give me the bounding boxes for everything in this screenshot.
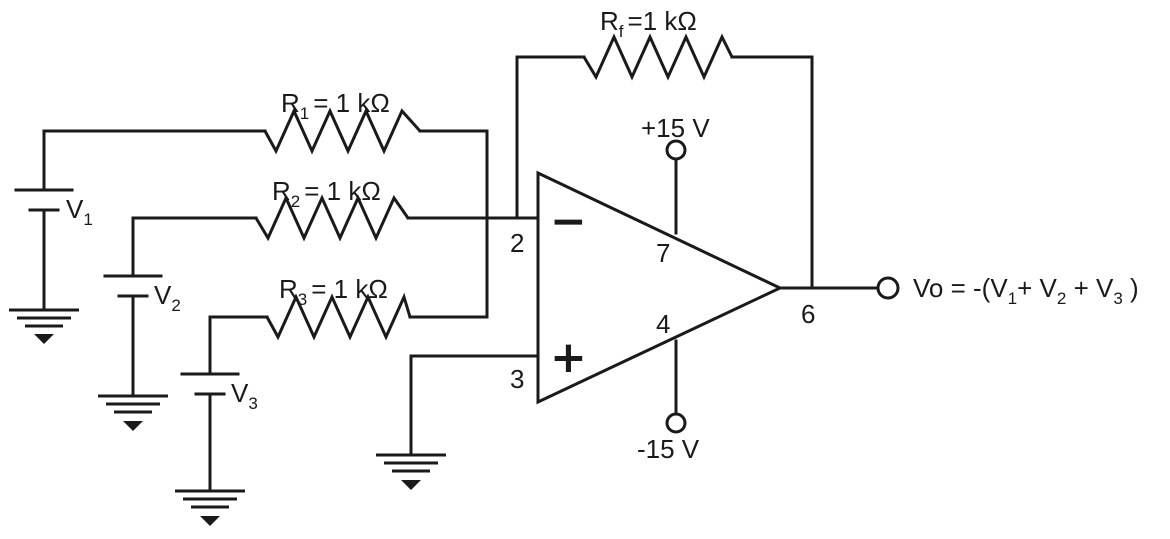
wire-v3-to-r3: [208, 315, 269, 376]
ground-v1: [9, 308, 79, 344]
resistor-r1: [263, 107, 422, 155]
wire-v2-to-r2: [131, 216, 258, 278]
label-output-equation: Vo = -(V1+ V2 + V3 ): [913, 273, 1139, 308]
opamp-triangle: [536, 170, 784, 405]
ground-opamp: [376, 453, 446, 490]
label-v1: V1: [66, 194, 93, 229]
label-r1: R1= 1 kΩ: [281, 88, 390, 123]
terminal-output: [876, 276, 900, 300]
wires: [42, 55, 879, 493]
ground-v2: [98, 394, 168, 431]
pin-label-noninverting: 3: [510, 364, 524, 394]
pin-label-output: 6: [801, 299, 815, 329]
wire-feedback-left: [515, 55, 586, 220]
terminal-vneg: [665, 412, 687, 434]
label-supply-positive: +15 V: [641, 113, 710, 143]
battery-v1: [14, 188, 74, 212]
ground-v3: [175, 489, 245, 526]
label-supply-negative: -15 V: [637, 434, 700, 464]
wire-r1-to-node: [418, 129, 489, 220]
resistor-rf: [582, 33, 734, 81]
wire-r3-to-node: [408, 216, 489, 319]
noninverting-input-symbol: +: [550, 332, 587, 383]
resistor-r2: [254, 194, 410, 242]
inverting-input-symbol: −: [550, 196, 587, 247]
label-rf: Rf=1 kΩ: [600, 6, 697, 41]
wire-noninverting-to-ground: [409, 354, 540, 457]
resistor-r3: [265, 292, 412, 341]
pin-label-inverting: 2: [510, 228, 524, 258]
terminal-vpos: [665, 139, 687, 161]
battery-v2: [103, 274, 163, 298]
label-r3: R3= 1 kΩ: [279, 274, 388, 309]
wire-feedback-right: [730, 55, 814, 290]
label-r2: R2= 1 kΩ: [272, 176, 381, 211]
label-v2: V2: [154, 280, 181, 315]
pin-label-vneg: 4: [656, 309, 670, 339]
label-v3: V3: [231, 378, 258, 413]
pin-label-vpos: 7: [656, 238, 670, 268]
battery-v3: [180, 372, 240, 396]
wire-v1-to-r1: [42, 129, 267, 192]
